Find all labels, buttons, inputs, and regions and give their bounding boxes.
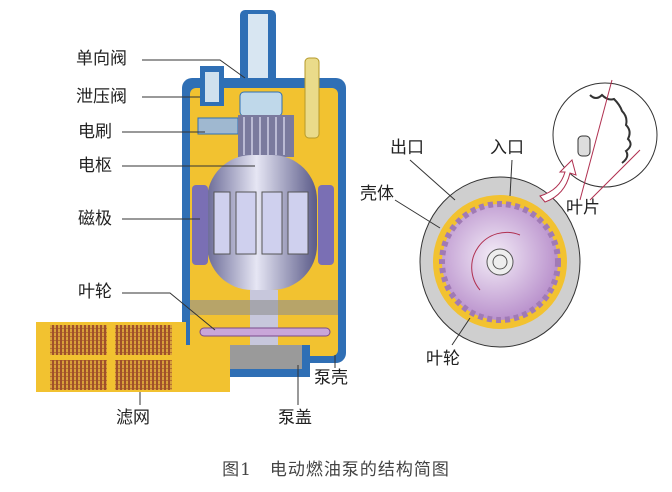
label-brush: 电刷 (78, 122, 112, 142)
label-filter: 滤网 (116, 408, 150, 428)
terminal (304, 57, 320, 139)
label-blade: 叶片 (566, 198, 600, 218)
label-inlet: 入口 (490, 138, 524, 158)
label-magnet-pole: 磁极 (78, 209, 112, 229)
label-casing: 壳体 (360, 184, 394, 204)
hub (486, 248, 514, 276)
pump-cutaway (182, 10, 346, 377)
impeller-disc (199, 327, 331, 337)
label-impeller-left: 叶轮 (78, 282, 112, 302)
label-armature: 电枢 (78, 156, 112, 176)
shaft (250, 290, 278, 350)
magnet-left (192, 185, 208, 265)
leader-lines (122, 59, 336, 405)
label-pump-housing: 泵壳 (314, 368, 348, 388)
check-valve (239, 91, 283, 117)
magnet-right (318, 185, 334, 265)
label-pump-cover: 泵盖 (278, 408, 312, 428)
arrow-icon (539, 159, 577, 203)
label-impeller-right: 叶轮 (426, 349, 460, 369)
pump-cross-section (419, 176, 581, 348)
label-relief-valve: 泄压阀 (76, 87, 127, 107)
figure-caption: 图1 电动燃油泵的结构简图 (222, 460, 450, 480)
blade-detail (552, 79, 658, 201)
commutator (238, 115, 294, 157)
filter (36, 322, 230, 392)
label-check-valve: 单向阀 (76, 49, 127, 69)
label-outlet: 出口 (390, 138, 424, 158)
